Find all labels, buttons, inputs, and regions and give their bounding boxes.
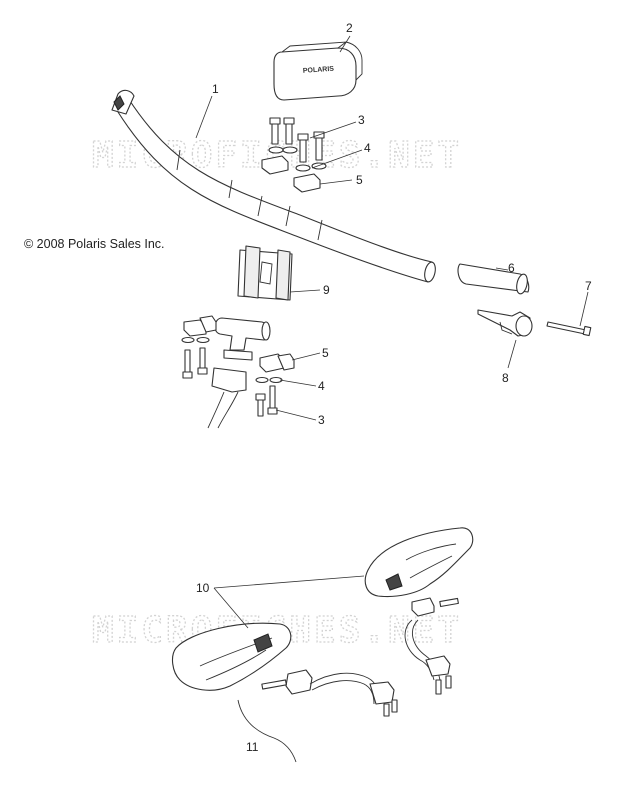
callout-3-upper: 3 <box>358 113 365 127</box>
upper-washers-part-4 <box>268 146 327 172</box>
copyright-text: © 2008 Polaris Sales Inc. <box>24 237 165 251</box>
end-bolt-part-7 <box>546 321 592 337</box>
steering-post <box>207 317 271 429</box>
upper-bolts-part-3 <box>269 117 325 163</box>
right-handguard-part-10 <box>364 527 474 598</box>
upper-clamps-part-5 <box>261 155 321 193</box>
callout-9: 9 <box>323 283 330 297</box>
lower-washers-part-4 <box>255 376 283 384</box>
bar-end-part-8 <box>477 309 533 337</box>
callout-2: 2 <box>346 21 353 35</box>
bracket-11 <box>237 699 297 763</box>
callout-4-lower: 4 <box>318 379 325 393</box>
callout-7: 7 <box>585 279 592 293</box>
lower-clamps-part-5 <box>259 353 295 373</box>
callout-3-lower: 3 <box>318 413 325 427</box>
grip-part-6 <box>457 263 530 295</box>
lower-bolts-part-3 <box>255 385 278 417</box>
handlebar-part-1 <box>111 89 436 283</box>
left-mount-bracket <box>261 669 398 717</box>
callout-4-upper: 4 <box>364 141 371 155</box>
callout-10: 10 <box>196 581 210 595</box>
callout-1: 1 <box>212 82 219 96</box>
callout-8: 8 <box>502 371 509 385</box>
callout-5-lower: 5 <box>322 346 329 360</box>
left-handguard-part-10 <box>171 622 292 691</box>
callout-5-upper: 5 <box>356 173 363 187</box>
callout-6: 6 <box>508 261 515 275</box>
pad-logo-text: POLARIS <box>303 66 335 75</box>
leader-lines <box>195 35 589 629</box>
clamp-plate-part-9 <box>237 245 293 301</box>
lower-left-clamps <box>181 315 217 379</box>
right-mount-bracket <box>404 597 459 695</box>
handlebar-pad-part-2: POLARIS <box>273 41 363 101</box>
callout-11: 11 <box>246 740 259 754</box>
